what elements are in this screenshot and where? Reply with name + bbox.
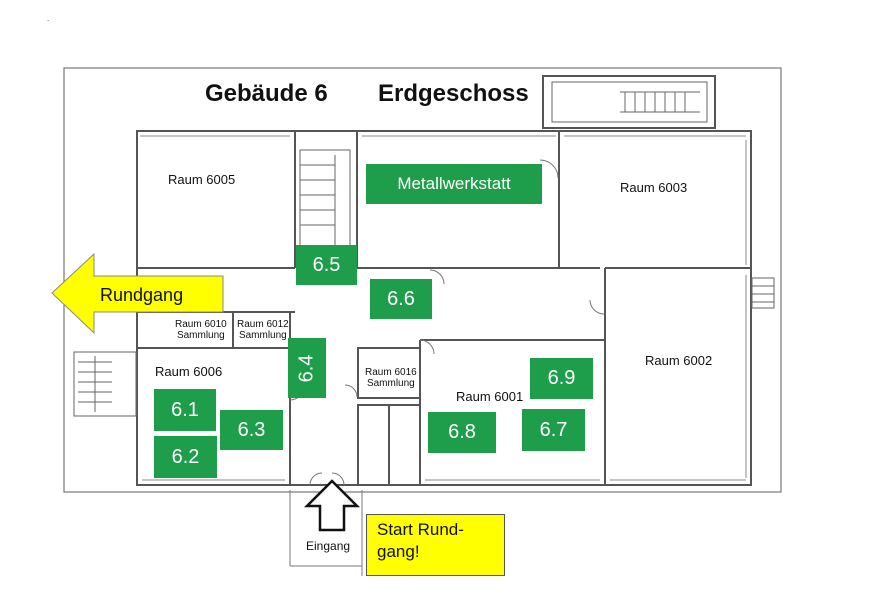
station-6-6[interactable]: 6.6 <box>370 279 432 319</box>
room-6003-label: Raum 6003 <box>620 180 688 195</box>
stair-top <box>551 81 708 123</box>
room-6012-type: Sammlung <box>238 330 287 341</box>
station-6-9[interactable]: 6.9 <box>530 358 593 399</box>
building-title: Gebäude 6 <box>205 80 328 107</box>
entrance-label: Eingang <box>306 539 351 553</box>
room-6016-label: Raum 6016 Sammlung <box>365 367 417 389</box>
room-6002-label: Raum 6002 <box>645 353 713 368</box>
room-6006-label: Raum 6006 <box>155 364 223 379</box>
corner-dot: . <box>47 14 50 23</box>
stair-center <box>299 149 351 251</box>
room-6012-number: Raum 6012 <box>237 319 289 330</box>
site-boundary <box>63 67 782 493</box>
stair-left <box>73 351 137 417</box>
start-callout-line2: gang! <box>377 542 420 561</box>
station-6-5[interactable]: 6.5 <box>296 245 357 285</box>
rundgang-arrow-icon <box>51 252 224 335</box>
entrance-area <box>289 490 363 576</box>
room-6016-number: Raum 6016 <box>365 367 417 378</box>
room-6005-label: Raum 6005 <box>168 172 236 187</box>
station-6-1[interactable]: 6.1 <box>154 389 216 431</box>
room-6001-label: Raum 6001 <box>456 389 524 404</box>
start-callout: Start Rund- gang! <box>366 514 505 576</box>
door-swings <box>289 159 605 486</box>
start-callout-line1: Start Rund- <box>377 520 464 539</box>
room-6012-label: Raum 6012 Sammlung <box>237 319 289 341</box>
station-6-8[interactable]: 6.8 <box>428 412 496 453</box>
station-6-2[interactable]: 6.2 <box>154 436 217 478</box>
station-6-3[interactable]: 6.3 <box>220 410 283 450</box>
station-6-7[interactable]: 6.7 <box>522 409 585 451</box>
floor-title: Erdgeschoss <box>378 80 529 107</box>
room-6010-label: Raum 6010 Sammlung <box>175 319 227 341</box>
entrance-arrow-icon <box>303 479 361 532</box>
room-6010-number: Raum 6010 <box>175 319 227 330</box>
station-6-4[interactable]: 6.4 <box>288 338 326 398</box>
station-6-4-label: 6.4 <box>295 354 318 382</box>
rundgang-label: Rundgang <box>100 285 184 305</box>
room-6016-type: Sammlung <box>366 378 415 389</box>
stair-right <box>751 277 775 309</box>
room-6010-type: Sammlung <box>176 330 225 341</box>
window-marks <box>140 135 747 481</box>
station-metallwerkstatt[interactable]: Metallwerkstatt <box>366 164 542 204</box>
